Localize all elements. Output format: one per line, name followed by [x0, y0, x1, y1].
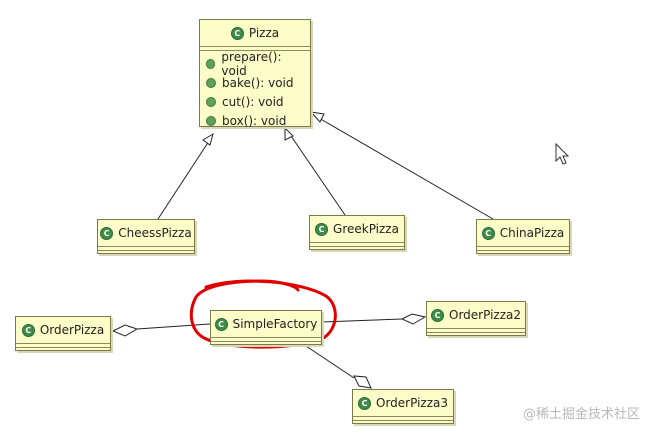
edge-greek-to-pizza — [288, 132, 346, 216]
method-label: prepare(): void — [221, 49, 282, 78]
method-cut: cut(): void — [206, 92, 304, 111]
class-icon: C — [21, 323, 35, 337]
class-divider — [200, 46, 310, 47]
class-simple-factory[interactable]: C SimpleFactory — [210, 310, 322, 345]
generalization-arrowheads — [202, 111, 325, 146]
class-icon: C — [100, 226, 114, 240]
class-name: GreekPizza — [333, 222, 399, 236]
class-divider — [211, 341, 321, 342]
class-order-pizza[interactable]: C OrderPizza — [15, 316, 111, 351]
aggregation-diamonds — [111, 313, 427, 389]
diamond-orderpizza2 — [400, 313, 427, 325]
class-cheess-pizza[interactable]: C CheessPizza — [97, 219, 195, 254]
class-divider — [98, 246, 194, 247]
class-order-pizza3[interactable]: C OrderPizza3 — [352, 389, 454, 424]
class-greek-pizza[interactable]: C GreekPizza — [309, 215, 405, 250]
class-header: C OrderPizza — [16, 317, 110, 343]
class-divider — [98, 250, 194, 251]
class-header: C ChinaPizza — [477, 220, 569, 246]
class-name: ChinaPizza — [499, 226, 565, 240]
class-divider — [310, 246, 404, 247]
edge-china-to-pizza — [311, 113, 494, 220]
diamond-orderpizza3 — [353, 375, 372, 389]
class-icon: C — [315, 222, 329, 236]
method-box: box(): void — [206, 111, 304, 130]
class-divider — [427, 328, 525, 329]
class-icon: C — [481, 226, 495, 240]
class-china-pizza[interactable]: C ChinaPizza — [476, 219, 570, 254]
public-method-icon — [206, 77, 216, 88]
class-divider — [310, 242, 404, 243]
edge-factory-to-orderpizza3 — [299, 341, 355, 379]
class-divider — [200, 50, 310, 51]
class-divider — [353, 420, 453, 421]
class-header: C SimpleFactory — [211, 311, 321, 337]
class-header: C CheessPizza — [98, 220, 194, 246]
class-icon: C — [230, 26, 244, 40]
method-label: box(): void — [222, 113, 287, 128]
public-method-icon — [206, 96, 216, 107]
class-order-pizza2[interactable]: C OrderPizza2 — [426, 301, 526, 336]
class-name: CheessPizza — [118, 226, 192, 240]
arrowhead-china — [309, 111, 325, 123]
class-divider — [211, 337, 321, 338]
method-bake: bake(): void — [206, 73, 304, 92]
class-pizza-header: C Pizza — [200, 20, 310, 46]
public-method-icon — [206, 115, 216, 126]
class-divider — [427, 332, 525, 333]
watermark: @稀土掘金技术社区 — [522, 407, 640, 422]
class-header: C GreekPizza — [310, 216, 404, 242]
edge-factory-to-orderpizza — [136, 323, 211, 330]
method-prepare: prepare(): void — [206, 50, 304, 78]
class-divider — [477, 250, 569, 251]
public-method-icon — [206, 58, 216, 69]
class-icon: C — [214, 317, 228, 331]
mouse-cursor-icon — [555, 142, 570, 165]
class-pizza-name: Pizza — [248, 26, 280, 40]
class-header: C OrderPizza2 — [427, 302, 525, 328]
class-name: OrderPizza — [39, 323, 105, 337]
class-header: C OrderPizza3 — [353, 390, 453, 416]
class-icon: C — [358, 396, 371, 410]
inheritance-edges — [157, 113, 494, 220]
method-label: cut(): void — [222, 94, 284, 109]
edge-cheess-to-pizza — [157, 137, 212, 220]
class-divider — [353, 416, 453, 417]
arrowhead-cheess — [202, 132, 214, 146]
class-icon: C — [431, 308, 444, 322]
diamond-orderpizza — [111, 324, 139, 337]
class-divider — [16, 347, 110, 348]
class-divider — [477, 246, 569, 247]
class-name: SimpleFactory — [232, 317, 318, 331]
methods-compartment: prepare(): void bake(): void cut(): void… — [200, 50, 310, 134]
class-divider — [16, 343, 110, 344]
class-pizza[interactable]: C Pizza prepare(): void bake(): void cut… — [199, 19, 311, 128]
arrowhead-greek — [284, 126, 294, 141]
method-label: bake(): void — [222, 75, 294, 90]
class-name: OrderPizza2 — [449, 308, 521, 322]
class-name: OrderPizza3 — [376, 396, 448, 410]
